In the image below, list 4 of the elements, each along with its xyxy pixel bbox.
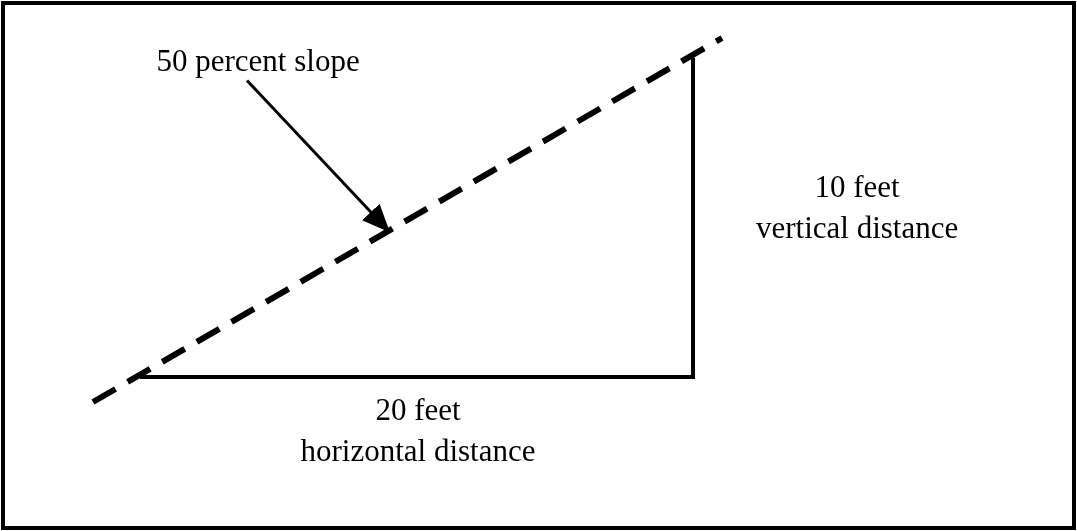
- vertical-distance-label: 10 feet vertical distance: [756, 168, 959, 247]
- horizontal-distance-label: 20 feet horizontal distance: [300, 391, 536, 470]
- leader-arrow: [245, 79, 390, 233]
- slope-label: 50 percent slope: [156, 39, 360, 81]
